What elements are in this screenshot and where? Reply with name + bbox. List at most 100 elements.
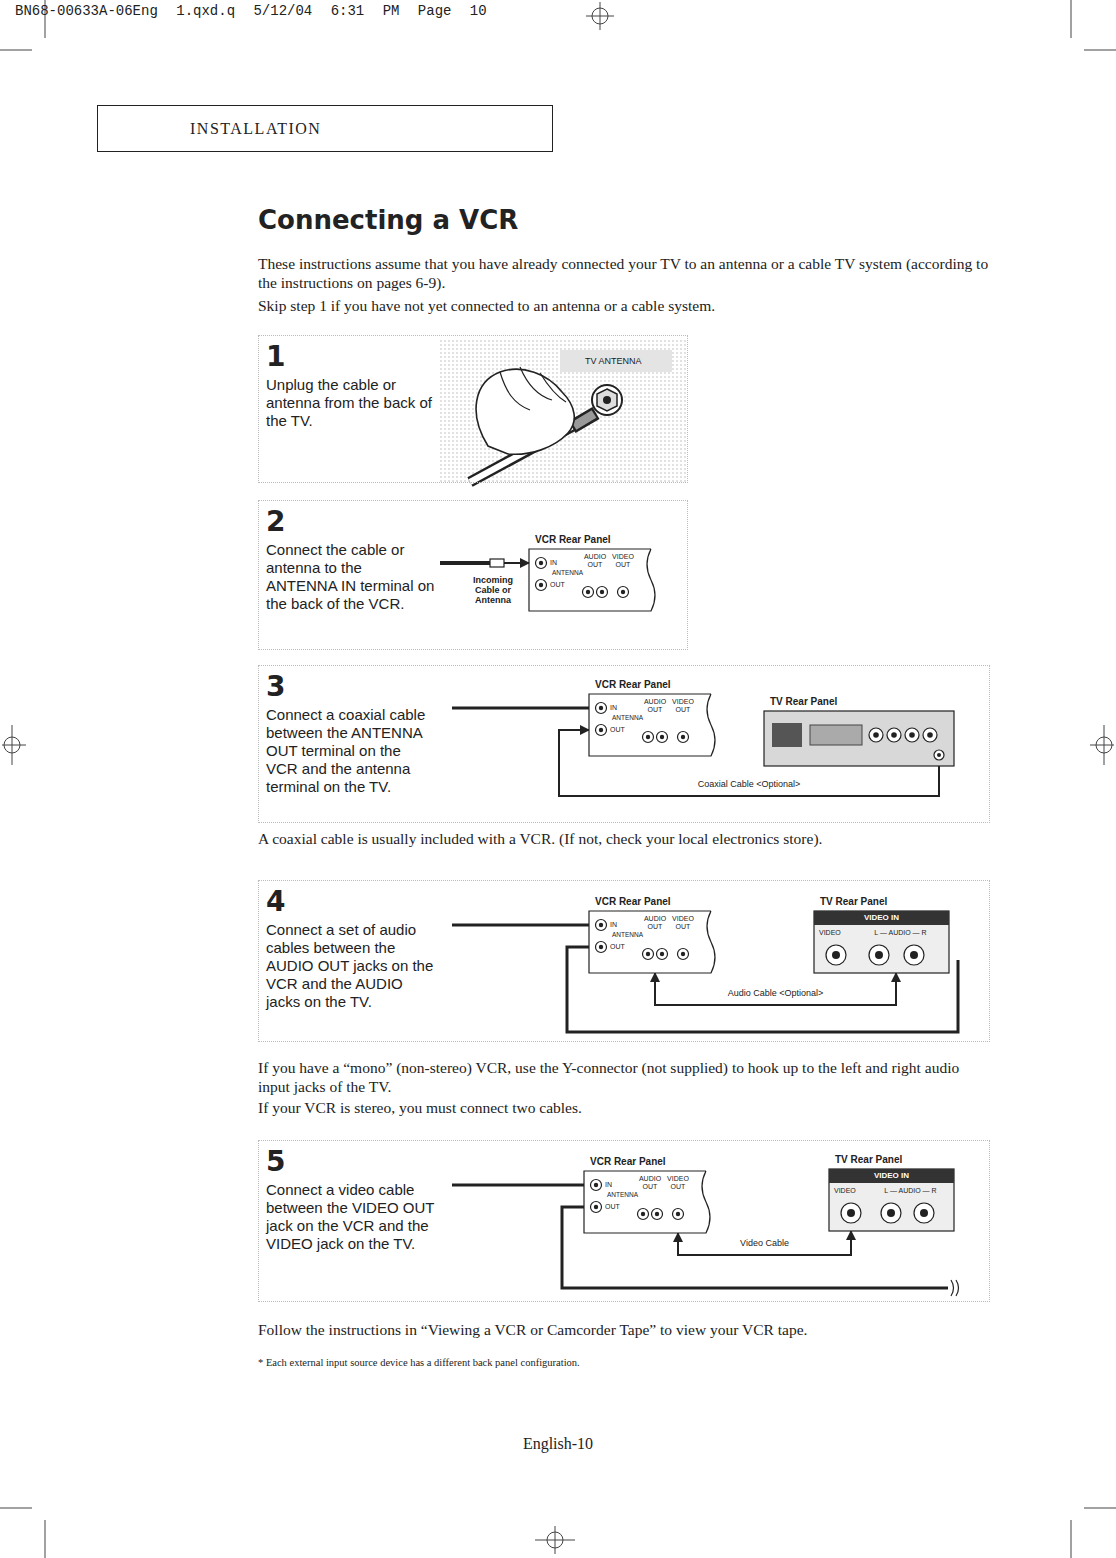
vcr-outline-part bbox=[678, 949, 689, 960]
unplug-illustration-part bbox=[500, 367, 566, 410]
tv-rear-panel: TV Rear PanelVIDEO INVIDEOL — AUDIO — R bbox=[829, 1169, 954, 1231]
input-band-label: VIDEO IN bbox=[814, 913, 949, 923]
unplug-illustration bbox=[440, 338, 688, 482]
cable-label: Audio Cable <Optional> bbox=[725, 988, 827, 999]
antenna-wiring bbox=[440, 559, 959, 1296]
step-number: 5 bbox=[266, 1147, 285, 1177]
jack-label: VIDEO OUT bbox=[670, 698, 696, 714]
vcr-outline-part bbox=[673, 1209, 684, 1220]
vcr-outline-part bbox=[596, 942, 607, 953]
crop-marks-part bbox=[45, 1520, 46, 1558]
unplug-illustration-part bbox=[592, 385, 622, 415]
unplug-illustration-part bbox=[572, 413, 596, 427]
tv-outline-part bbox=[937, 753, 941, 757]
tvav-outline-part bbox=[914, 1203, 934, 1223]
tvav-outline-part bbox=[829, 1169, 954, 1183]
vcr-outline-part bbox=[646, 952, 650, 956]
crop-marks-part bbox=[0, 1508, 32, 1509]
section-header-box: INSTALLATION bbox=[97, 105, 553, 152]
crop-marks-part bbox=[600, 2, 601, 30]
print-slug: BN68-00633A-06Eng 1.qxd.q 5/12/04 6:31 P… bbox=[15, 3, 487, 19]
vcr-outline-part bbox=[643, 949, 654, 960]
tv-outline bbox=[764, 711, 954, 766]
crop-marks-part bbox=[1071, 0, 1072, 38]
panel-heading: TV Rear Panel bbox=[770, 696, 837, 708]
crop-marks-part bbox=[1071, 1520, 1072, 1558]
jack-label: IN bbox=[550, 559, 557, 567]
vcr-outline-part bbox=[591, 1180, 602, 1191]
crop-marks-part bbox=[1084, 1508, 1116, 1509]
instruction-text: Follow the instructions in “Viewing a VC… bbox=[258, 1320, 1018, 1339]
unplug-illustration-part bbox=[574, 414, 594, 426]
vcr-outline-part bbox=[589, 694, 715, 756]
tvav-outline-part bbox=[875, 951, 883, 959]
vcr-outline-part bbox=[678, 732, 689, 743]
crop-marks-part bbox=[1104, 725, 1105, 765]
note-text: A coaxial cable is usually included with… bbox=[258, 829, 1018, 848]
tvav-outline-part bbox=[910, 951, 918, 959]
note-text: If your VCR is stereo, you must connect … bbox=[258, 1098, 978, 1117]
tvav-outline-part bbox=[904, 945, 924, 965]
vcr-rear-panel: VCR Rear PanelINANTENNAOUTAUDIO OUTVIDEO… bbox=[589, 694, 719, 756]
vcr-outline-part bbox=[599, 945, 603, 949]
step-panel: VCR Rear PanelINANTENNAOUTAUDIO OUTVIDEO… bbox=[258, 665, 990, 823]
tv-outline-part bbox=[891, 732, 897, 738]
tvav-outline-part bbox=[869, 945, 889, 965]
vcr-outline-part bbox=[596, 703, 607, 714]
unplug-illustration-part bbox=[597, 389, 617, 411]
jack-label: ANTENNA bbox=[607, 1191, 638, 1199]
panel-heading: VCR Rear Panel bbox=[595, 679, 671, 691]
vcr-outline-part bbox=[599, 706, 603, 710]
jack-label: IN bbox=[610, 921, 617, 929]
panel-heading: VCR Rear Panel bbox=[595, 896, 671, 908]
panel-heading: VCR Rear Panel bbox=[590, 1156, 666, 1168]
input-band-label: VIDEO IN bbox=[829, 1171, 954, 1181]
vcr-outline-part bbox=[536, 580, 547, 591]
vcr-outline-part bbox=[594, 1183, 598, 1187]
vcr-outline-part bbox=[676, 1212, 680, 1216]
step-instruction: Connect the cable or antenna to the ANTE… bbox=[266, 541, 436, 613]
vcr-outline-part bbox=[529, 549, 655, 611]
crop-marks-part bbox=[1084, 50, 1116, 51]
jack-label: IN bbox=[610, 704, 617, 712]
intro-text: Skip step 1 if you have not yet connecte… bbox=[258, 296, 993, 315]
tv-outline-part bbox=[887, 728, 901, 742]
tv-outline-part bbox=[869, 728, 883, 742]
vcr-outline-part bbox=[638, 1209, 649, 1220]
tvav-outline-part bbox=[814, 911, 949, 925]
cable-label: Coaxial Cable <Optional> bbox=[695, 779, 804, 790]
vcr-outline-part bbox=[600, 590, 604, 594]
antenna-wiring-part bbox=[452, 924, 589, 927]
vcr-outline-part bbox=[657, 949, 668, 960]
intro-text: These instructions assume that you have … bbox=[258, 254, 993, 292]
tv-rear-panel: TV Rear PanelVIDEO INVIDEOL — AUDIO — R bbox=[814, 911, 949, 973]
jack-label: OUT bbox=[610, 726, 625, 734]
vcr-outline-part bbox=[539, 561, 543, 565]
jack-label: VIDEO bbox=[834, 1187, 856, 1195]
antenna-wiring-part bbox=[452, 1184, 584, 1187]
jack-label: AUDIO OUT bbox=[582, 553, 608, 569]
tv-outline-part bbox=[873, 732, 879, 738]
vcr-rear-panel: VCR Rear PanelINANTENNAOUTAUDIO OUTVIDEO… bbox=[589, 911, 719, 973]
crop-marks-part bbox=[1090, 745, 1114, 746]
vcr-outline-part bbox=[539, 583, 543, 587]
tv-outline-part bbox=[909, 732, 915, 738]
tvav-outline-part bbox=[887, 1209, 895, 1217]
step-instruction: Unplug the cable or antenna from the bac… bbox=[266, 376, 436, 430]
tvav-outline-part bbox=[881, 1203, 901, 1223]
tv-outline-part bbox=[934, 750, 944, 760]
tvav-outline-part bbox=[920, 1209, 928, 1217]
jack-label: L — AUDIO — R bbox=[856, 929, 945, 937]
tvav-outline-part bbox=[829, 1169, 954, 1231]
vcr-outline-part bbox=[657, 732, 668, 743]
crop-marks-part bbox=[555, 1526, 556, 1554]
vcr-outline-part bbox=[591, 1202, 602, 1213]
vcr-outline-part bbox=[681, 735, 685, 739]
panel-heading: TV Rear Panel bbox=[835, 1154, 902, 1166]
vcr-outline-part bbox=[596, 725, 607, 736]
vcr-outline-part bbox=[641, 1212, 645, 1216]
vcr-outline-part bbox=[594, 1205, 598, 1209]
vcr-outline-part bbox=[589, 911, 715, 973]
vcr-outline-part bbox=[621, 590, 625, 594]
